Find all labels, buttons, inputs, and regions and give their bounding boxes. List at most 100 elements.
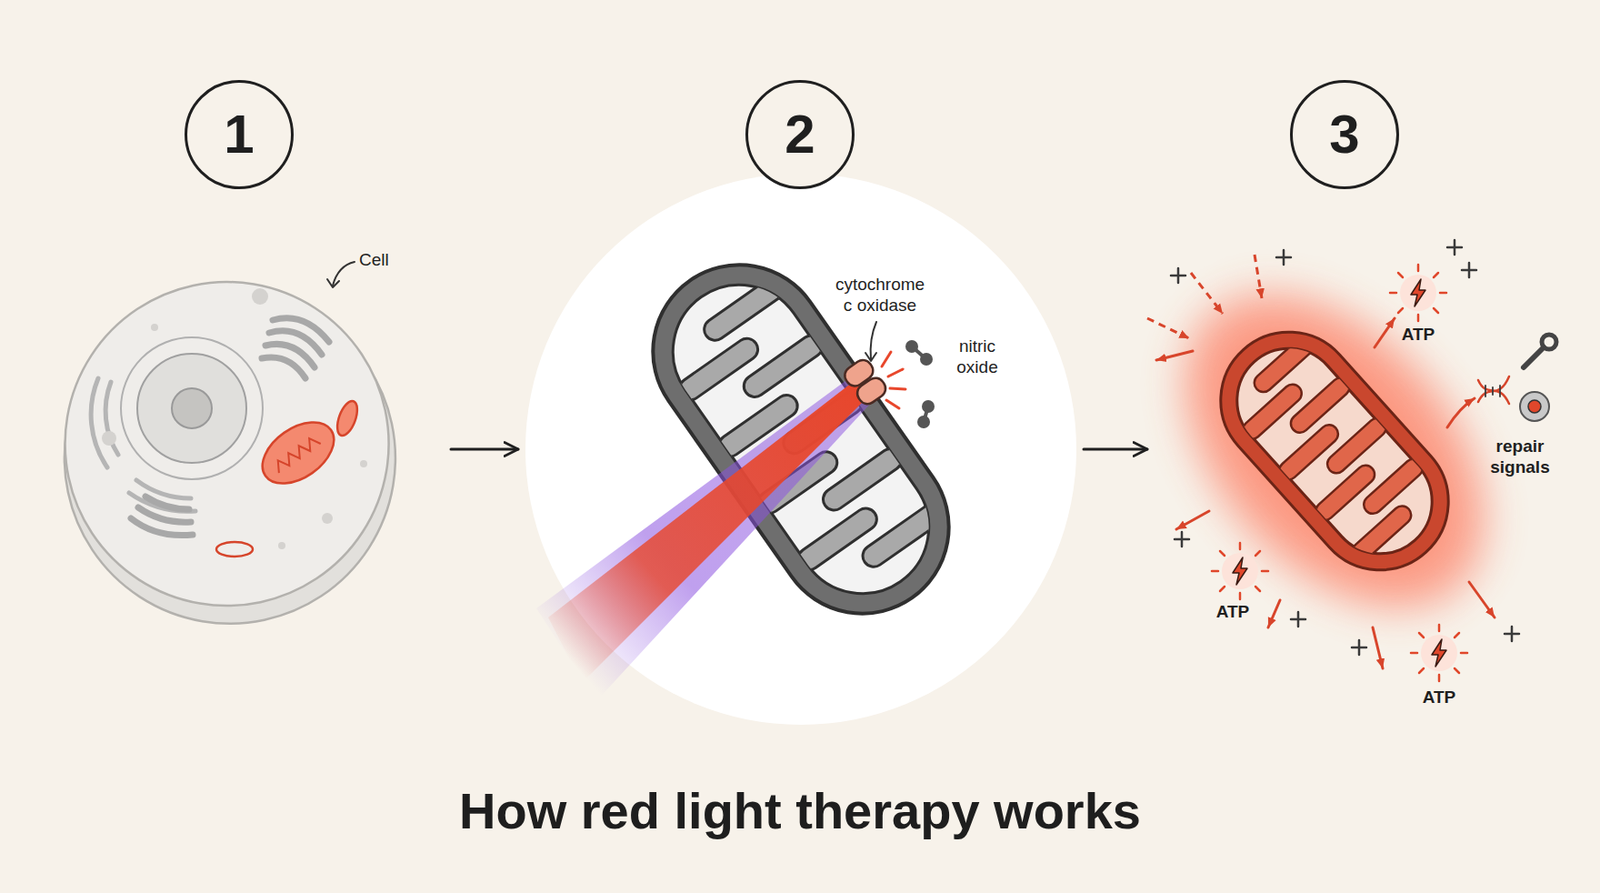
incoming-light-arrows [1254,254,1262,299]
step-number-circle: 2 [745,80,855,190]
plus-sign [1174,531,1190,547]
outgoing-energy-arrows [1268,600,1280,628]
cell-vesicles [360,460,368,468]
outgoing-energy-arrows [1372,627,1383,669]
cell-mitochondrion [216,541,253,557]
nitric-oxide-molecule [917,415,930,429]
cell-mitochondrion [272,434,321,473]
enzyme-label: cytochrome c oxidase [830,274,930,317]
mitochondrion [858,500,946,571]
plus-sign [1351,640,1367,655]
atp-label: ATP [1205,601,1260,623]
energized-mitochondrion [1323,414,1390,477]
atp-icon [1211,542,1269,600]
cell-vesicles [101,288,368,550]
nitric-oxide-molecule [921,400,935,413]
light-beam [548,379,870,683]
energized-mitochondrion [1250,333,1318,396]
cell-leader [327,279,340,288]
nucleus [120,337,263,480]
molecule-label: nitric oxide [948,336,1007,379]
cell-vesicles [278,541,286,550]
step-number-circle: 1 [184,80,294,190]
outgoing-energy-arrows [1156,350,1193,360]
cell-mitochondrion [250,410,345,497]
cell-mitochondrion [333,398,362,439]
energized-mitochondrion [1239,380,1306,443]
repair-icons [1484,385,1487,397]
activation-rays [886,400,900,409]
endoplasmic-reticulum [90,378,108,468]
cell-leader [327,261,355,288]
plus-sign [1504,626,1520,641]
nitric-oxide-molecule [920,352,933,366]
repair-icons [1528,400,1541,413]
mitochondrion-panel: cytochrome c oxidase nitric oxide [525,173,1077,725]
plus-sign [1461,262,1477,278]
atp-label: ATP [1390,324,1446,346]
cell-outline [34,251,419,636]
activation-rays [888,369,903,377]
step-digit: 3 [1329,107,1360,162]
incoming-light-arrows [1147,318,1190,339]
nitric-oxide-molecule [905,340,919,353]
diagram-title: How red light therapy works [0,780,1600,841]
incoming-light-arrows [1190,272,1223,314]
enzyme-leader [865,321,877,361]
step-digit: 1 [223,107,254,162]
plus-sign [1447,240,1462,255]
mitochondrion-glow [1121,233,1548,670]
repair-icons [1478,380,1510,404]
enzyme-leader [865,352,877,361]
cell-vesicles [251,288,269,305]
plus-sign [1170,268,1186,283]
step-digit: 2 [784,107,815,162]
mitochondrion [819,444,907,515]
nucleus [120,337,263,480]
panel-arrow [1083,448,1148,451]
atp-icon [1390,264,1447,321]
nucleus [137,353,247,463]
repair-signals-label: repair signals [1481,436,1559,479]
outgoing-energy-arrows [1469,581,1495,618]
energized-mitochondrion [1348,501,1415,564]
activation-rays [890,388,906,390]
cell-vesicles [101,430,117,446]
nitric-oxide-molecule [905,340,935,429]
atp-label: ATP [1411,687,1467,709]
repair-icons [1520,391,1550,421]
energized-mitochondrion [1215,327,1453,575]
mitochondrion [740,330,828,401]
outgoing-energy-arrows [1374,318,1395,348]
golgi-apparatus [261,357,306,379]
repair-icons [1499,385,1501,397]
activation-rays [881,351,891,367]
repair-icons [1541,334,1557,350]
outgoing-energy-arrows [1447,398,1475,428]
repair-icons [1485,385,1500,397]
cell-outline [31,250,427,654]
light-beam [536,375,873,701]
plus-sign [1290,611,1306,627]
step-number-circle: 3 [1290,80,1400,190]
cell-label: Cell [359,250,414,271]
cell-leader [332,261,355,286]
cell-illustration [54,245,446,628]
energized-mitochondrion [1275,420,1342,483]
nucleus [171,388,212,429]
energized-mitochondrion [1311,461,1379,524]
energized-mitochondrion [1360,455,1427,518]
outgoing-energy-arrows [1156,318,1495,669]
repair-icons [1491,387,1494,395]
mitochondrion-glow [1164,276,1504,626]
flow-arrow [450,448,519,451]
atp-icon [1410,624,1468,681]
energized-mitochondrion [1287,373,1354,436]
mitochondrion-closeup [525,173,1077,725]
cell-mitochondrion [250,410,345,497]
plus-sign [1276,250,1291,265]
incoming-light-arrows [1147,254,1262,339]
energized-mitochondrion [1220,333,1445,565]
repair-icons [1478,334,1557,421]
